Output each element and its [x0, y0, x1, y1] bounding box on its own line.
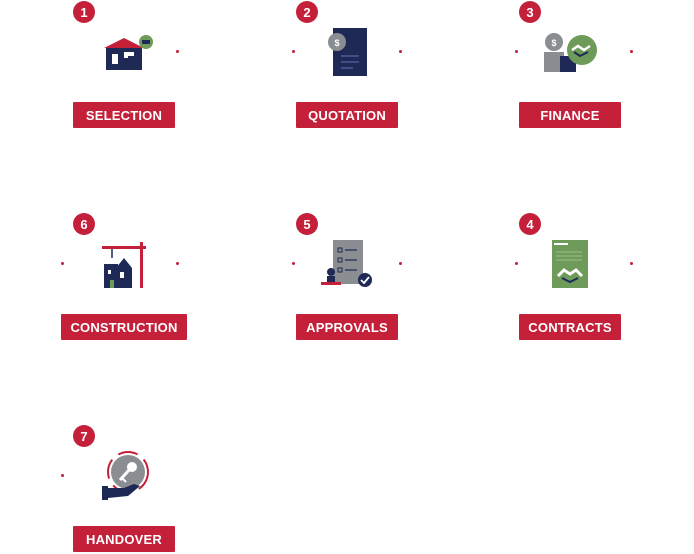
step-number: 4 [519, 213, 541, 235]
step-selection: 1 SELECTION [64, 0, 184, 130]
connector-dot [61, 474, 64, 477]
svg-text:$: $ [551, 38, 556, 48]
step-label: FINANCE [519, 102, 621, 128]
step-number: 5 [296, 213, 318, 235]
connector-dot [630, 50, 633, 53]
connector-dot [176, 50, 179, 53]
connector-dot [515, 262, 518, 265]
step-label: QUOTATION [296, 102, 398, 128]
crane-building-icon [102, 242, 146, 288]
step-number: 6 [73, 213, 95, 235]
connector-dot [176, 262, 179, 265]
step-construction: 6 CONSTRUCTION [61, 212, 187, 342]
step-number: 2 [296, 1, 318, 23]
step-quotation: 2 $ QUOTATION [287, 0, 407, 130]
step-label: CONTRACTS [519, 314, 621, 340]
step-finance: 3 $ FINANCE [510, 0, 633, 130]
connector-dot [399, 262, 402, 265]
svg-text:$: $ [334, 38, 339, 48]
connector-dot [292, 50, 295, 53]
step-label: APPROVALS [296, 314, 398, 340]
step-label: HANDOVER [73, 526, 175, 552]
finance-handshake-icon: $ [544, 33, 597, 72]
contract-handshake-icon [552, 240, 588, 288]
house-icon [104, 35, 153, 70]
key-hand-icon [102, 451, 149, 500]
step-number: 7 [73, 425, 95, 447]
connector-dot [399, 50, 402, 53]
step-number: 1 [73, 1, 95, 23]
step-number: 3 [519, 1, 541, 23]
quote-document-icon: $ [328, 28, 367, 76]
step-label: CONSTRUCTION [61, 314, 187, 340]
connector-dot [515, 50, 518, 53]
connector-dot [630, 262, 633, 265]
connector-dot [61, 262, 64, 265]
step-label: SELECTION [73, 102, 175, 128]
approval-checklist-icon [321, 240, 372, 287]
step-approvals: 5 APPROVALS [287, 212, 407, 342]
step-contracts: 4 CONTRACTS [510, 212, 633, 342]
connector-dot [292, 262, 295, 265]
step-handover: 7 HANDOVER [61, 424, 184, 554]
